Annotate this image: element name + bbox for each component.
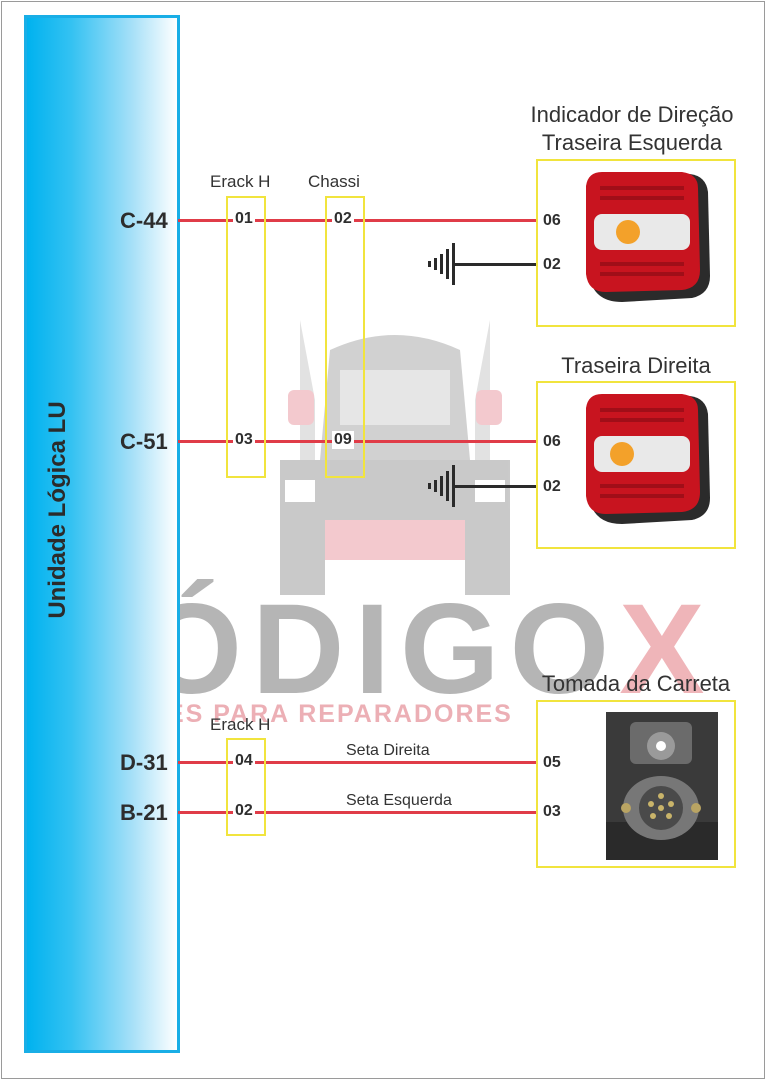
connector-label-erack-top: Erack H: [210, 172, 271, 191]
erack-pin-c51: 03: [233, 431, 255, 449]
ground-wire-left-lamp: [454, 263, 536, 266]
wire-label-seta-esquerda: Seta Esquerda: [346, 792, 452, 809]
wire-b21: [178, 811, 536, 814]
wire-c44: [178, 219, 536, 222]
socket-pin-seta-esquerda: 03: [541, 803, 563, 821]
ground-symbol-icon: [428, 243, 455, 285]
right-lamp-pin: 06: [541, 433, 563, 451]
tail-lamp-right-image: [586, 394, 710, 524]
socket-pin-seta-direita: 05: [541, 754, 563, 772]
socket-title: Tomada da Carreta: [541, 671, 731, 696]
pin-d31: D-31: [120, 750, 168, 775]
wire-label-seta-direita: Seta Direita: [346, 742, 430, 759]
erack-pin-d31: 04: [233, 752, 255, 770]
logic-unit-bar: [24, 15, 180, 1053]
left-lamp-title-line2: Traseira Esquerda: [541, 130, 723, 155]
ground-wire-right-lamp: [454, 485, 536, 488]
trailer-socket-box: [536, 700, 736, 868]
left-lamp-pin: 06: [541, 212, 563, 230]
pin-c51: C-51: [120, 429, 168, 454]
wire-d31: [178, 761, 536, 764]
connector-label-erack-bottom: Erack H: [210, 715, 271, 734]
right-lamp-ground-pin: 02: [541, 478, 563, 496]
left-lamp-title-line1: Indicador de Direção: [530, 102, 734, 127]
wire-c51: [178, 440, 536, 443]
chassi-pin-c44: 02: [332, 210, 354, 228]
pin-c44: C-44: [120, 208, 168, 233]
connector-label-chassi: Chassi: [308, 172, 360, 191]
erack-pin-b21: 02: [233, 802, 255, 820]
connector-erack-bottom: [226, 738, 266, 836]
erack-pin-c44: 01: [233, 210, 255, 228]
logic-unit-title: Unidade Lógica LU: [44, 401, 71, 619]
left-lamp-ground-pin: 02: [541, 256, 563, 274]
ground-symbol-icon: [428, 465, 455, 507]
connector-erack-top: [226, 196, 266, 478]
truck-watermark-icon: [280, 320, 510, 595]
chassi-pin-c51: 09: [332, 431, 354, 449]
right-lamp-box: [536, 381, 736, 549]
pin-b21: B-21: [120, 800, 168, 825]
connector-chassi: [325, 196, 365, 478]
right-lamp-title: Traseira Direita: [561, 353, 711, 378]
tail-lamp-left-image: [586, 172, 710, 302]
trailer-socket-image: [606, 712, 718, 860]
watermark-x: X: [619, 578, 715, 721]
left-lamp-box: [536, 159, 736, 327]
